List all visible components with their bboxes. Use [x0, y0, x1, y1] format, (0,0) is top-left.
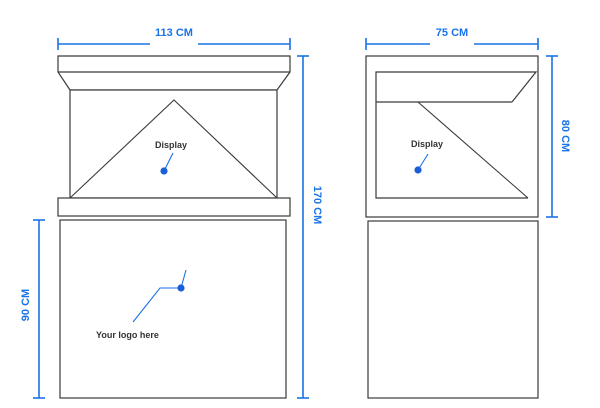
front-pyramid: [69, 99, 278, 199]
front-top-cap: [57, 55, 291, 91]
side-top-height-dimension: 80 CM: [546, 55, 571, 218]
side-top-height-label: 80 CM: [559, 120, 571, 152]
side-display-label: Display: [411, 139, 443, 149]
front-width-dimension: 113 CM: [57, 27, 291, 50]
front-base-cabinet: [59, 219, 287, 399]
logo-label: Your logo here: [96, 330, 159, 340]
front-base-height-label: 90 CM: [20, 289, 32, 321]
logo-marker: [177, 284, 185, 292]
logo-leader: [132, 269, 187, 323]
front-display-marker: [160, 167, 168, 175]
side-base-cabinet: [367, 220, 539, 399]
front-middle-slab: [57, 197, 291, 217]
side-view: Display 75 CM 80 CM: [365, 27, 571, 399]
side-display-marker: [414, 166, 422, 174]
side-display-area: [375, 102, 528, 199]
front-base-height-dimension: 90 CM: [20, 219, 45, 399]
front-display-label: Display: [155, 140, 187, 150]
side-width-dimension: 75 CM: [365, 27, 539, 50]
front-total-height-label: 170 CM: [311, 186, 323, 225]
side-glass-panel: [417, 101, 529, 199]
front-total-height-dimension: 170 CM: [297, 55, 323, 399]
side-canopy: [375, 71, 538, 103]
front-width-label: 113 CM: [155, 27, 193, 39]
front-view: Display Your logo here 113 CM 170 CM 90 …: [20, 27, 323, 399]
side-width-label: 75 CM: [436, 27, 468, 39]
